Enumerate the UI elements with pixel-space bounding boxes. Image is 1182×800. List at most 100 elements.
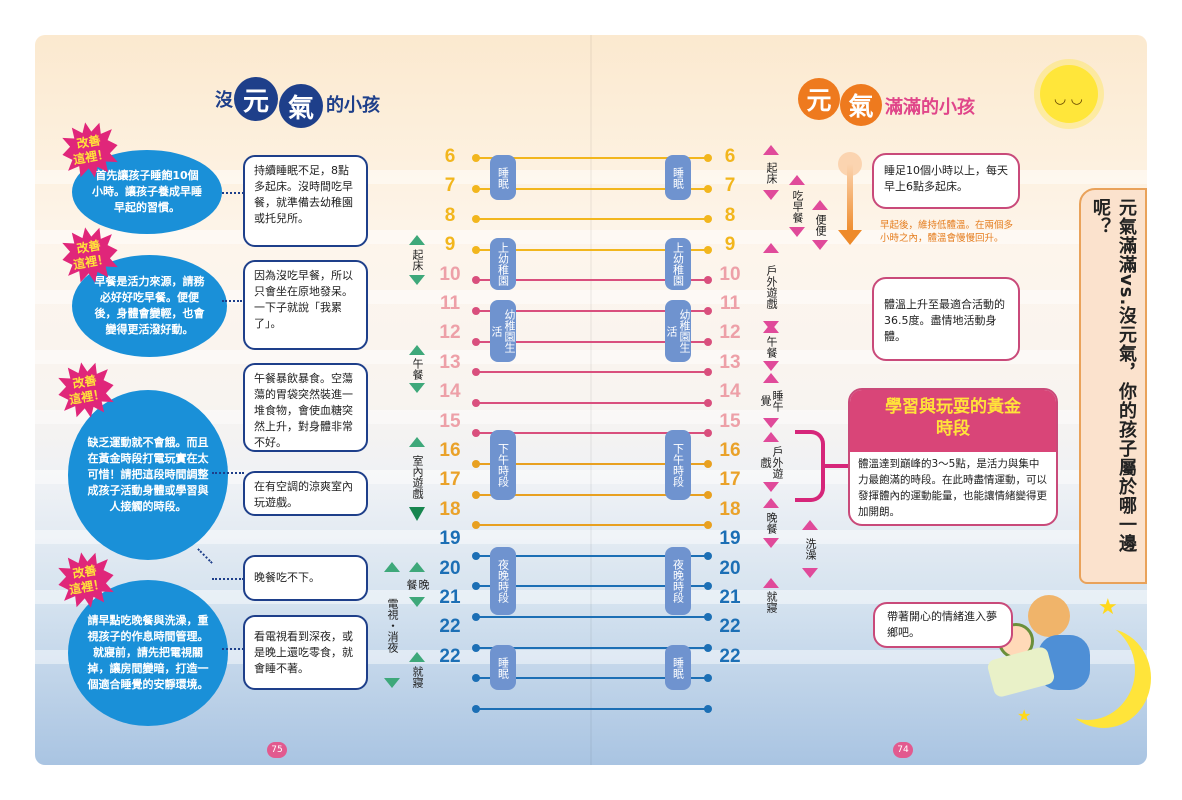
timeline-line	[472, 154, 712, 162]
problem-note: 持續睡眠不足，8點多起床。沒時間吃早餐，就準備去幼稚園或托兒所。	[243, 155, 368, 247]
timeline-line	[472, 307, 712, 315]
hour-label-left: 16	[439, 440, 461, 461]
timeline-line	[472, 398, 712, 407]
arrow-up-icon	[763, 145, 779, 155]
hour-label-right: 20	[719, 557, 741, 579]
arrow-up-icon	[763, 323, 779, 333]
hour-label-right: 8	[724, 204, 736, 226]
hour-label-right: 19	[719, 528, 741, 550]
golden-time-body: 體溫達到巔峰的3～5點，是活力與集中力最飽滿的時段。在此時盡情運動，可以發揮體內…	[858, 458, 1047, 518]
title-circle: 元	[798, 78, 840, 120]
arrow-down-icon	[409, 275, 425, 285]
connector-line	[222, 648, 244, 650]
activity-arrow: 午餐	[409, 345, 425, 393]
timeline-line	[472, 337, 712, 346]
hour-label-right: 13	[719, 351, 741, 373]
hour-label-right: 22	[719, 616, 741, 638]
hour-label-right: 7	[724, 175, 736, 197]
activity-arrow: 戶外遊戲	[759, 432, 784, 492]
arrow-down-icon	[812, 240, 828, 250]
activity-arrow: 吃早餐	[789, 175, 805, 237]
activity-label: 晚餐	[405, 579, 430, 590]
hour-label-left: 9	[444, 234, 456, 256]
hour-label-right: 10	[719, 263, 741, 285]
period-label: 睡眠	[665, 645, 691, 690]
arrow-up-icon	[789, 175, 805, 185]
hour-label-left: 21	[439, 587, 461, 608]
hour-label-left: 22	[439, 616, 461, 638]
period-label: 夜晚時段	[490, 547, 516, 615]
note-active: 體溫上升至最適合活動的36.5度。盡情地活動身體。	[872, 277, 1020, 361]
problem-note: 看電視看到深夜，或是晚上還吃零食，就會睡不著。	[243, 615, 368, 690]
hour-label-left: 6	[444, 146, 456, 167]
hour-label-left: 12	[439, 322, 461, 344]
arrow-up-icon	[763, 432, 779, 442]
left-title: 沒 元 氣 的小孩	[215, 70, 380, 128]
activity-arrow: 就寢	[763, 578, 779, 616]
activity-arrow: 晚餐	[405, 562, 430, 607]
timeline-line	[472, 184, 712, 193]
hour-label-right: 12	[719, 322, 741, 344]
timeline-line	[472, 613, 712, 621]
timeline-line	[472, 582, 712, 591]
arrow-up-icon	[409, 235, 425, 245]
timeline-line	[472, 276, 712, 285]
activity-arrow: 電視・消夜	[384, 562, 400, 688]
activity-arrow: 洗澡	[802, 520, 818, 578]
arrow-down-icon	[763, 190, 779, 200]
golden-time-box: 學習與玩耍的黃金時段 體溫達到巔峰的3～5點，是活力與集中力最飽滿的時段。在此時…	[848, 388, 1058, 526]
activity-arrow: 睡午覺	[759, 373, 784, 428]
hour-label-left: 8	[444, 204, 456, 226]
arrow-down-icon	[763, 482, 779, 492]
arrow-up-icon	[384, 562, 400, 572]
activity-arrow: 午餐	[763, 323, 779, 371]
hour-label-right: 18	[719, 498, 741, 520]
period-label: 睡眠	[665, 155, 691, 200]
timeline-line	[472, 368, 712, 377]
page-number-right: 74	[893, 742, 913, 758]
arrow-down-icon	[409, 383, 425, 393]
arrow-down-icon	[763, 418, 779, 428]
period-label: 下午時段	[665, 430, 691, 500]
hour-label-right: 9	[724, 234, 736, 256]
arrow-up-icon	[812, 200, 828, 210]
timeline-line	[472, 521, 712, 530]
activity-label: 便便	[814, 214, 827, 236]
arrow-down-icon	[802, 568, 818, 578]
arrow-up-icon	[763, 373, 779, 383]
improvement-bubble: 請早點吃晚餐與洗澡，重視孩子的作息時間管理。就寢前，請先把電視關掉，讓房間變暗，…	[68, 580, 228, 726]
timeline-line	[472, 429, 712, 438]
arrow-down-icon	[763, 538, 779, 548]
page-number-left: 75	[267, 742, 287, 758]
problem-note: 因為沒吃早餐，所以只會坐在原地發呆。一下子就說「我累了」。	[243, 260, 368, 350]
arrow-up-icon	[409, 652, 425, 662]
problem-note: 午餐暴飲暴食。空蕩蕩的胃袋突然裝進一堆食物，會使血糖突然上升，對身體非常不好。	[243, 363, 368, 452]
period-label: 幼稚園生活	[665, 300, 691, 362]
activity-arrow: 就寢	[409, 652, 425, 692]
activity-label: 室內遊戲	[411, 455, 424, 499]
activity-label: 電視・消夜	[386, 597, 399, 653]
hour-label-left: 7	[444, 175, 456, 197]
hour-label-left: 18	[439, 498, 461, 520]
hour-label-right: 22	[719, 645, 741, 667]
problem-note: 在有空調的涼爽室內玩遊戲。	[243, 471, 368, 516]
activity-label: 午餐	[765, 336, 778, 358]
hour-label-left: 19	[439, 528, 461, 550]
hour-label-left: 11	[439, 293, 461, 314]
hour-label-right: 6	[724, 146, 736, 167]
hour-label-left: 13	[439, 351, 461, 373]
arrow-up-icon	[763, 498, 779, 508]
activity-label: 吃早餐	[791, 189, 804, 223]
temperature-arrow-icon	[838, 152, 862, 247]
note-dream: 帶著開心的情緒進入夢鄉吧。	[873, 602, 1013, 648]
arrow-down-icon	[409, 507, 425, 521]
note-temperature: 早起後，維持低體溫。在兩個多小時之內，體溫會慢慢回升。	[880, 220, 1014, 244]
side-title: 元氣滿滿vs.沒元氣，你的孩子屬於哪一邊呢？	[1090, 198, 1137, 554]
arrow-up-icon	[409, 345, 425, 355]
activity-label: 晚餐	[765, 512, 778, 534]
title-part: 的小孩	[326, 95, 380, 116]
note-wake: 睡足10個小時以上，每天早上6點多起床。	[872, 153, 1020, 209]
period-label: 上幼稚園	[665, 238, 691, 290]
sun-icon: ◡ ◡	[1040, 65, 1098, 123]
activity-arrow: 晚餐	[763, 498, 779, 548]
